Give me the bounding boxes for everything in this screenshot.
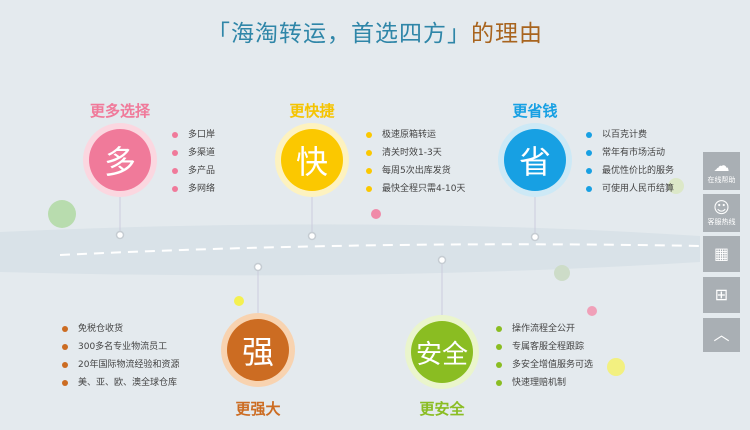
feature-list: 多口岸多渠道多产品多网络 bbox=[172, 126, 215, 198]
feature-list: 以百克计费常年有市场活动最优性价比的服务可使用人民币结算 bbox=[586, 126, 674, 198]
decor-dot bbox=[668, 178, 684, 194]
feature-badge: 快 bbox=[275, 123, 349, 197]
chevron-up-icon: ︿ bbox=[713, 325, 730, 344]
page-title: 「海淘转运，首选四方」的理由 bbox=[207, 21, 543, 47]
decor-dot bbox=[587, 306, 597, 316]
feature-caption: 更安全 bbox=[419, 400, 465, 418]
qrcode-icon: ▦ bbox=[713, 244, 730, 263]
calculator-button[interactable]: ⊞ bbox=[703, 277, 740, 313]
feature-caption: 更强大 bbox=[235, 400, 281, 418]
decor-dot bbox=[48, 200, 76, 228]
feature-caption: 更省钱 bbox=[512, 102, 558, 120]
decor-dot bbox=[371, 209, 381, 219]
feature-badge: 省 bbox=[498, 123, 572, 197]
feature-list: 操作流程全公开专属客服全程跟踪多安全增值服务可选快速理赔机制 bbox=[496, 320, 593, 392]
timeline-node bbox=[437, 255, 447, 265]
back-to-top-button[interactable]: ︿ bbox=[703, 318, 740, 352]
feature-caption: 更快捷 bbox=[289, 102, 335, 120]
online-help-button[interactable]: ☁在线帮助 bbox=[703, 152, 740, 190]
timeline-node bbox=[253, 262, 263, 272]
feature-list: 极速原箱转运清关时效1-3天每周5次出库发货最快全程只需4-10天 bbox=[366, 126, 465, 198]
feature-caption: 更多选择 bbox=[89, 102, 150, 120]
timeline-node bbox=[115, 230, 125, 240]
timeline-node bbox=[307, 231, 317, 241]
calculator-icon: ⊞ bbox=[714, 285, 729, 304]
feature-badge: 多 bbox=[83, 123, 157, 197]
chat-icon: ☁ bbox=[713, 156, 730, 175]
headset-icon: ☺ bbox=[713, 198, 730, 217]
decor-dot bbox=[234, 296, 244, 306]
feature-badge: 强 bbox=[221, 313, 295, 387]
timeline-node bbox=[530, 232, 540, 242]
qrcode-button[interactable]: ▦ bbox=[703, 236, 740, 272]
hotline-button[interactable]: ☺客服热线 bbox=[703, 194, 740, 232]
feature-badge: 安全 bbox=[405, 315, 479, 389]
decor-dot bbox=[607, 358, 625, 376]
decor-dot bbox=[554, 265, 570, 281]
